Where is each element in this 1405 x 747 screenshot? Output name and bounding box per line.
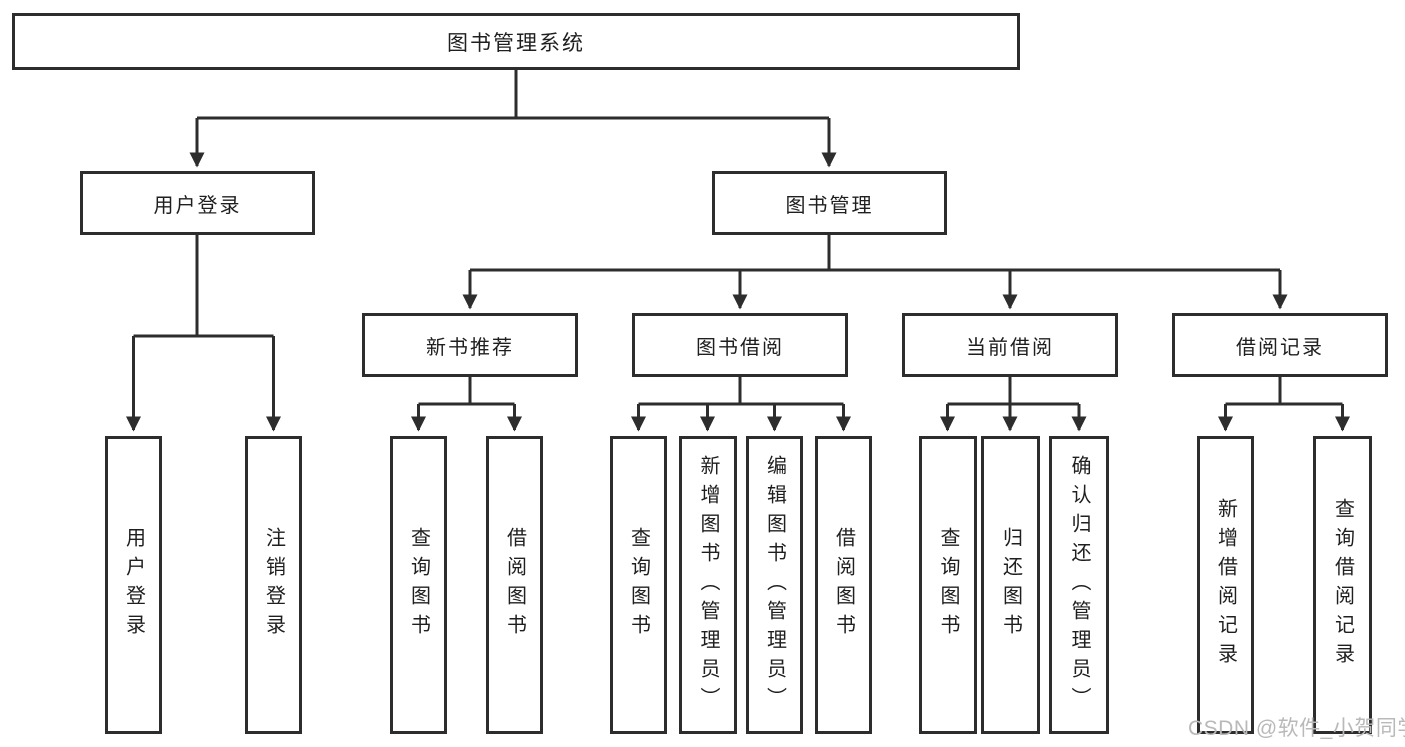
node-book-borrowing-label: 图书借阅	[696, 336, 784, 359]
leaf-query-book-borrowing-label: 查询图书	[627, 527, 650, 643]
leaf-add-borrow-record-label: 新增借阅记录	[1214, 498, 1237, 672]
connector-newbook-children	[411, 377, 522, 432]
leaf-return-book: 归还图书	[981, 436, 1040, 734]
node-new-book-recommend-label: 新书推荐	[426, 336, 514, 359]
node-new-book-recommend: 新书推荐	[362, 313, 578, 377]
node-current-borrowing-label: 当前借阅	[966, 336, 1054, 359]
node-book-borrowing: 图书借阅	[632, 313, 848, 377]
leaf-add-borrow-record: 新增借阅记录	[1197, 436, 1254, 734]
node-root-label: 图书管理系统	[447, 31, 585, 55]
node-book-management-branch-label: 图书管理	[785, 194, 874, 217]
leaf-query-book-borrowing: 查询图书	[610, 436, 667, 734]
leaf-query-book-current-label: 查询图书	[937, 527, 959, 643]
leaf-query-borrow-record: 查询借阅记录	[1313, 436, 1372, 734]
leaf-return-book-label: 归还图书	[999, 527, 1022, 643]
connector-borrow-children	[631, 377, 851, 432]
connector-records-children	[1218, 377, 1350, 432]
leaf-user-login-label: 用户登录	[122, 527, 145, 643]
leaf-logout: 注销登录	[245, 436, 302, 734]
leaf-borrow-book-recommend: 借阅图书	[486, 436, 543, 734]
node-book-management-branch: 图书管理	[712, 171, 947, 235]
leaf-add-book-admin-label: 新增图书（管理员）	[697, 454, 719, 716]
leaf-user-login: 用户登录	[105, 436, 162, 734]
leaf-query-book-recommend-label: 查询图书	[407, 527, 430, 643]
leaf-logout-label: 注销登录	[262, 527, 285, 643]
leaf-edit-book-admin: 编辑图书（管理员）	[746, 436, 803, 734]
node-current-borrowing: 当前借阅	[902, 313, 1118, 377]
connector-userlogin-children	[126, 235, 281, 432]
leaf-query-book-current: 查询图书	[919, 436, 977, 734]
node-borrowing-records-label: 借阅记录	[1236, 336, 1324, 359]
connector-bookmgmt-children	[462, 235, 1288, 310]
leaf-borrow-book: 借阅图书	[815, 436, 872, 734]
node-user-login-branch: 用户登录	[80, 171, 315, 235]
leaf-add-book-admin: 新增图书（管理员）	[679, 436, 737, 734]
leaf-query-borrow-record-label: 查询借阅记录	[1331, 498, 1354, 672]
leaf-borrow-book-label: 借阅图书	[832, 527, 855, 643]
node-user-login-branch-label: 用户登录	[153, 194, 242, 217]
connector-root-to-level2	[189, 70, 837, 168]
node-root: 图书管理系统	[12, 13, 1020, 70]
leaf-edit-book-admin-label: 编辑图书（管理员）	[763, 454, 786, 716]
leaf-borrow-book-recommend-label: 借阅图书	[503, 527, 526, 643]
leaf-confirm-return-admin-label: 确认归还（管理员）	[1068, 454, 1090, 716]
node-borrowing-records: 借阅记录	[1172, 313, 1388, 377]
connector-current-children	[940, 377, 1087, 432]
leaf-confirm-return-admin: 确认归还（管理员）	[1049, 436, 1109, 734]
csdn-watermark: CSDN @软件_小贺同学	[1188, 717, 1405, 740]
leaf-query-book-recommend: 查询图书	[390, 436, 447, 734]
